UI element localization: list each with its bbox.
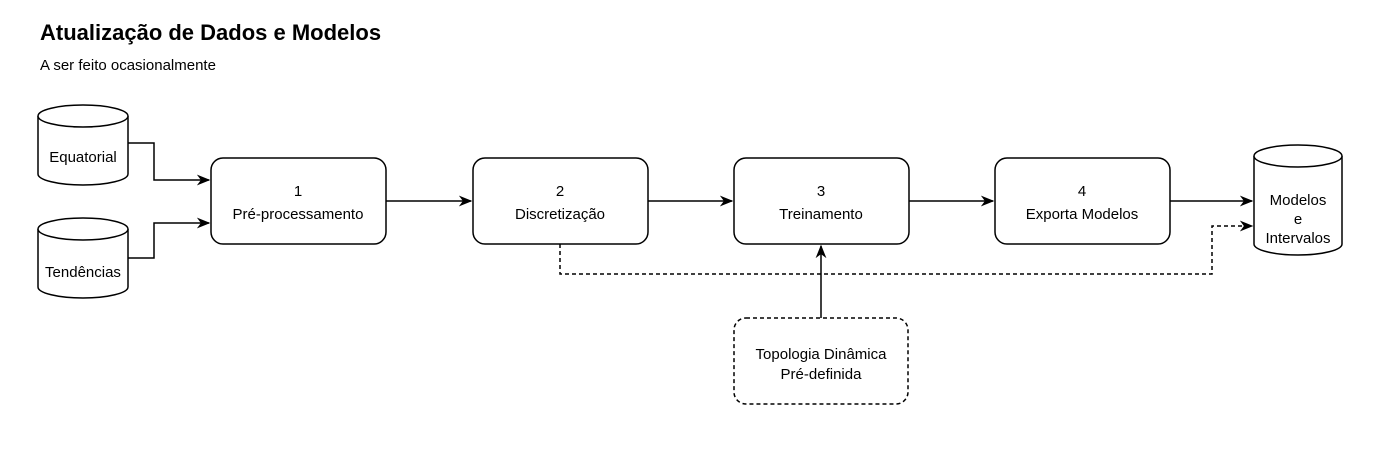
dashed-arrow-step2-to-output (559, 220, 1254, 275)
step-exporta-modelos: 4 Exporta Modelos (994, 157, 1171, 245)
step-3-label: Treinamento (779, 206, 863, 223)
db-equatorial-label: Equatorial (49, 149, 117, 166)
arrow-equatorial-to-step1 (128, 142, 211, 186)
arrow-tendencias-to-step1 (128, 217, 211, 259)
page-subtitle: A ser feito ocasionalmente (40, 57, 216, 74)
db-output-line-2: e (1294, 211, 1302, 228)
step-4-label: Exporta Modelos (1026, 206, 1139, 223)
step-4-number: 4 (1078, 183, 1086, 200)
db-output-line-1: Modelos (1270, 192, 1327, 209)
topology-box: Topologia Dinâmica Pré-definida (733, 317, 909, 405)
step-2-label: Discretização (515, 206, 605, 223)
step-discretizacao: 2 Discretização (472, 157, 649, 245)
db-equatorial: Equatorial (37, 104, 129, 186)
db-tendencias-label: Tendências (45, 264, 121, 281)
step-3-number: 3 (817, 183, 825, 200)
step-preprocessamento: 1 Pré-processamento (210, 157, 387, 245)
page-title: Atualização de Dados e Modelos (40, 20, 382, 45)
db-output: Modelos e Intervalos (1253, 144, 1343, 256)
topology-line-2: Pré-definida (781, 366, 863, 383)
step-2-number: 2 (556, 183, 564, 200)
topology-line-1: Topologia Dinâmica (756, 346, 888, 363)
step-1-number: 1 (294, 183, 302, 200)
step-1-label: Pré-processamento (233, 206, 364, 223)
db-tendencias: Tendências (37, 217, 129, 299)
db-output-line-3: Intervalos (1265, 230, 1330, 247)
step-treinamento: 3 Treinamento (733, 157, 910, 245)
